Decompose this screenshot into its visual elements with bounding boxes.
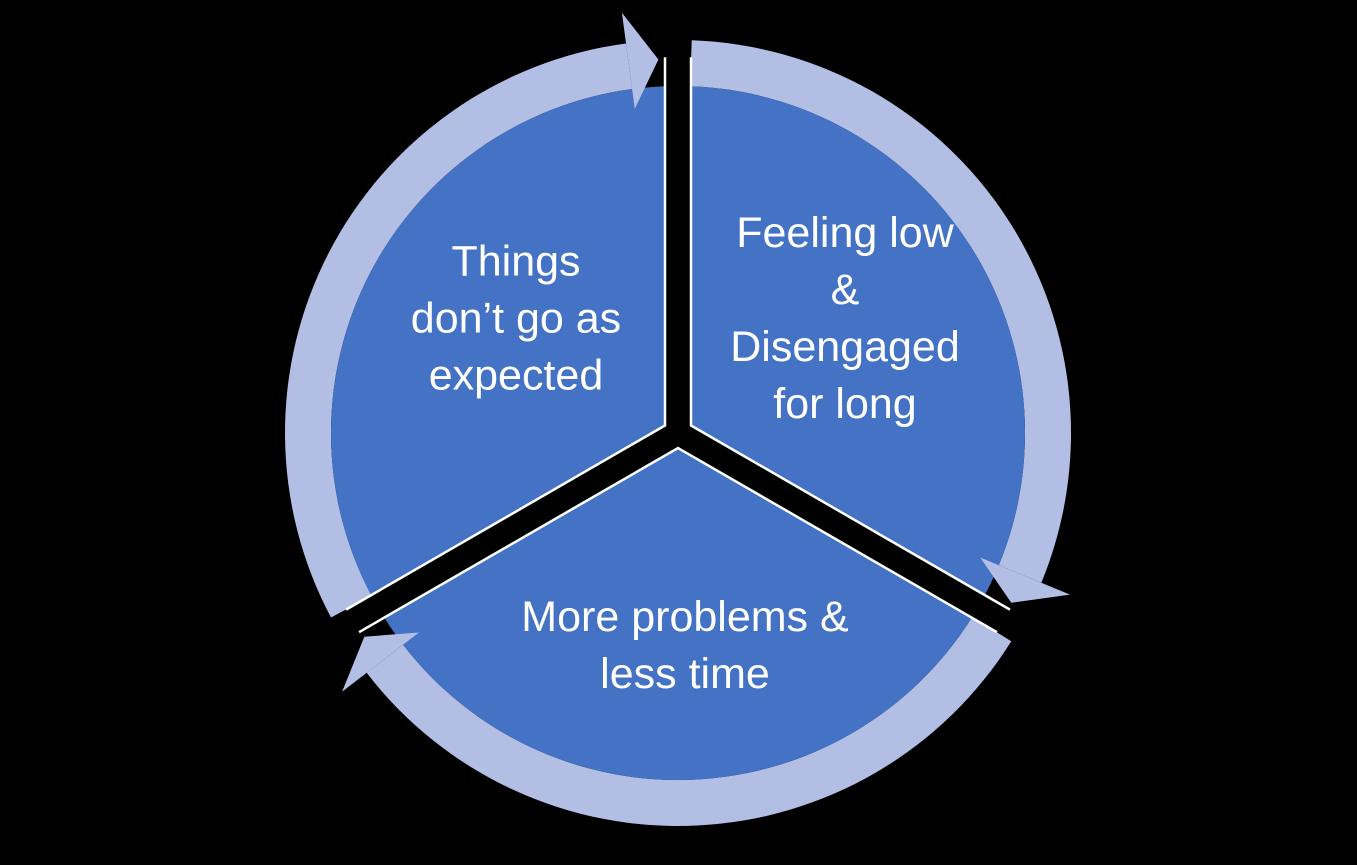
arrowhead-top-left-icon bbox=[621, 12, 659, 109]
segment-label-line: expected bbox=[428, 351, 604, 400]
segment-label-line: Things bbox=[451, 237, 581, 286]
segment-label-line: & bbox=[830, 266, 860, 314]
ring-arc-bottom bbox=[366, 616, 1012, 827]
segment-label-top-left: Things don’t go as expected bbox=[411, 234, 621, 405]
arrowhead-top-right-icon bbox=[980, 557, 1071, 603]
segment-label-line: Feeling low bbox=[736, 209, 954, 257]
segment-label-line: for long bbox=[773, 380, 917, 428]
segment-label-line: More problems & bbox=[521, 593, 849, 641]
segment-label-line: don’t go as bbox=[410, 294, 622, 343]
ring-arc-top-right bbox=[690, 40, 1072, 583]
separator-edges-top-left bbox=[345, 57, 667, 611]
segment-wedge-bottom bbox=[384, 448, 972, 781]
segment-label-line: less time bbox=[600, 650, 770, 698]
segment-wedge-top-left bbox=[330, 86, 665, 596]
segment-label-line: Disengaged bbox=[730, 323, 960, 371]
ring-arc-top-left bbox=[284, 43, 633, 618]
segment-wedge-top-right bbox=[691, 86, 1026, 596]
segment-label-bottom: More problems & less time bbox=[521, 589, 848, 703]
segment-label-top-right: Feeling low & Disengaged for long bbox=[730, 205, 960, 433]
separator-edges-top-right bbox=[689, 57, 1011, 611]
separator-edges-bottom bbox=[358, 446, 998, 634]
arrowhead-bottom-icon bbox=[342, 632, 419, 692]
